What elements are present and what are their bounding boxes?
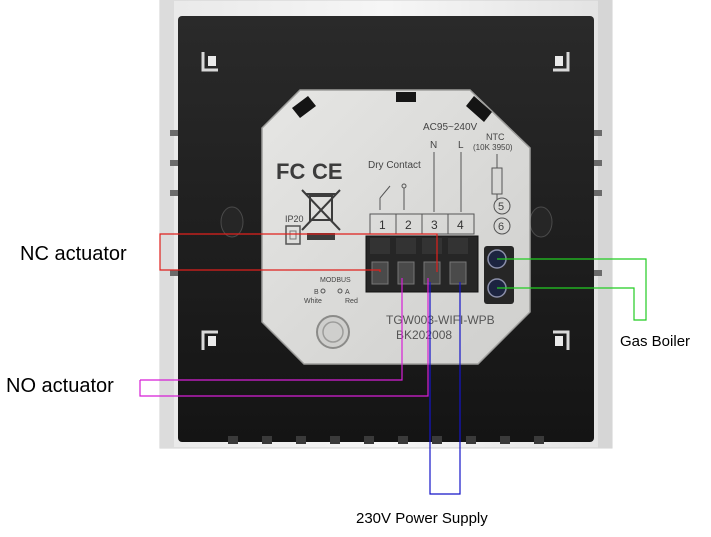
power-supply-label: 230V Power Supply <box>356 510 488 527</box>
terminal-block <box>365 235 479 293</box>
ntc-spec-label: (10K 3950) <box>473 143 513 152</box>
terminal-6-circle <box>493 217 511 235</box>
nc-wire <box>159 233 438 272</box>
live-label: L <box>458 140 464 151</box>
model-number: TGW003-WIFI-WPB <box>386 313 495 327</box>
modbus-white-label: White <box>304 298 322 305</box>
boiler-wire <box>497 258 647 321</box>
modbus-label: MODBUS <box>320 277 351 284</box>
terminal-3-label: 3 <box>431 218 438 232</box>
terminal-1-label: 1 <box>379 218 386 232</box>
terminal-2-label: 2 <box>405 218 412 232</box>
ce-mark: CE <box>312 159 343 184</box>
ip-box-icon <box>285 225 301 245</box>
neutral-label: N <box>430 140 437 151</box>
vent-circle-icon <box>316 315 350 349</box>
terminal-5-circle <box>493 197 511 215</box>
ip-rating: IP20 <box>285 214 304 224</box>
no-wire <box>139 278 429 397</box>
weee-bin-icon <box>301 189 341 240</box>
modbus-red-label: Red <box>345 298 358 305</box>
nc-wire-path <box>159 240 381 272</box>
no-actuator-label: NO actuator <box>6 375 114 397</box>
nc-actuator-label: NC actuator <box>20 243 127 265</box>
dry-contact-label: Dry Contact <box>368 160 421 171</box>
gas-boiler-label: Gas Boiler <box>620 333 691 350</box>
power-wire <box>429 282 461 495</box>
voltage-label: AC95~240V <box>423 122 478 133</box>
modbus-b-label: B <box>314 289 319 296</box>
ntc-label: NTC <box>486 132 505 142</box>
serial-number: BK202008 <box>396 328 452 342</box>
ntc-sensor-icon <box>491 154 503 200</box>
dry-contact-switch-icon <box>379 183 407 210</box>
terminal-6-label: 6 <box>498 221 504 233</box>
modbus-a-label: A <box>345 289 350 296</box>
terminal-5-label: 5 <box>498 201 504 213</box>
fcc-mark: FC <box>276 159 305 184</box>
terminal-4-label: 4 <box>457 218 464 232</box>
boiler-terminals <box>484 246 514 304</box>
